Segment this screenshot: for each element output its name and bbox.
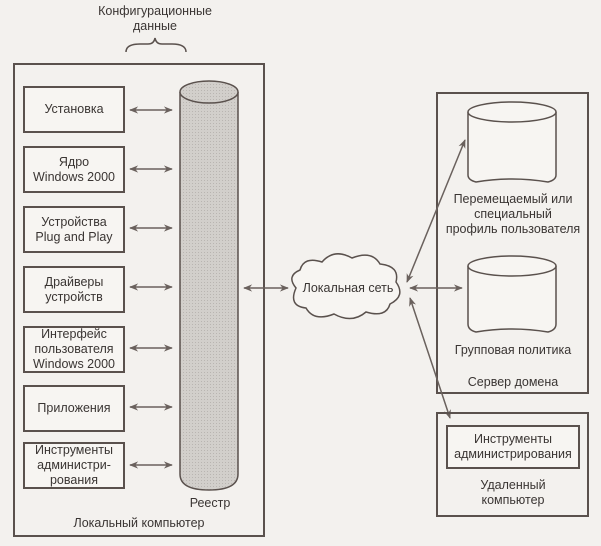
network-cloud <box>291 253 401 320</box>
remote-tools-label: администрирования <box>454 447 572 461</box>
local-computer-frame <box>13 63 265 537</box>
component-label: Windows 2000 <box>33 169 115 184</box>
network-arrows <box>406 139 466 419</box>
profile-store-label: Перемещаемый или специальный профиль пол… <box>440 192 586 237</box>
profile-store-label-line: профиль пользователя <box>445 222 581 236</box>
group-policy-cylinder <box>467 255 557 333</box>
profile-store-label-line: Перемещаемый или <box>453 192 573 206</box>
remote-admin-tools: Инструменты администрирования <box>446 425 580 469</box>
remote-computer-frame <box>436 412 589 517</box>
group-policy-label: Групповая политика <box>454 343 572 357</box>
component-applications: Приложения <box>23 385 125 432</box>
config-data-title-line2: данные <box>133 19 177 33</box>
profile-store-label-line: специальный <box>474 207 552 221</box>
component-kernel: Ядро Windows 2000 <box>23 146 125 193</box>
component-label: Ядро <box>58 154 90 169</box>
component-label: Интерфейс <box>41 327 107 341</box>
component-label: Инструменты <box>35 443 113 457</box>
remote-computer-label-line: компьютер <box>481 493 545 507</box>
profile-store-cylinder <box>467 101 557 183</box>
component-pnp: Устройства Plug and Play <box>23 206 125 253</box>
domain-server-label: Сервер домена <box>467 375 559 389</box>
component-label: рования <box>49 473 98 487</box>
registry-label: Реестр <box>189 496 231 510</box>
component-label: Windows 2000 <box>33 357 115 371</box>
remote-computer-label: Удаленный компьютер <box>440 478 586 508</box>
component-label: Приложения <box>37 401 111 415</box>
component-label: Установка <box>44 102 104 116</box>
component-setup: Установка <box>23 86 125 133</box>
brace <box>125 37 187 53</box>
registry-cylinder <box>179 80 239 491</box>
component-drivers: Драйверы устройств <box>23 266 125 313</box>
component-admin-tools: Инструменты администри- рования <box>23 442 125 489</box>
component-arrows <box>129 106 173 469</box>
network-label: Локальная сеть <box>302 281 394 295</box>
component-label: администри- <box>37 458 111 472</box>
component-label: Устройства <box>41 214 107 229</box>
component-user-interface: Интерфейс пользователя Windows 2000 <box>23 326 125 373</box>
component-label: Plug and Play <box>35 229 113 244</box>
component-label: устройств <box>45 289 103 304</box>
remote-tools-label: Инструменты <box>474 432 552 446</box>
component-label: Драйверы <box>44 274 104 289</box>
component-label: пользователя <box>34 342 114 356</box>
config-data-title: Конфигурационные данные <box>60 4 250 34</box>
local-computer-label: Локальный компьютер <box>73 516 205 530</box>
remote-computer-label-line: Удаленный <box>480 478 546 492</box>
config-data-title-line1: Конфигурационные <box>98 4 212 18</box>
